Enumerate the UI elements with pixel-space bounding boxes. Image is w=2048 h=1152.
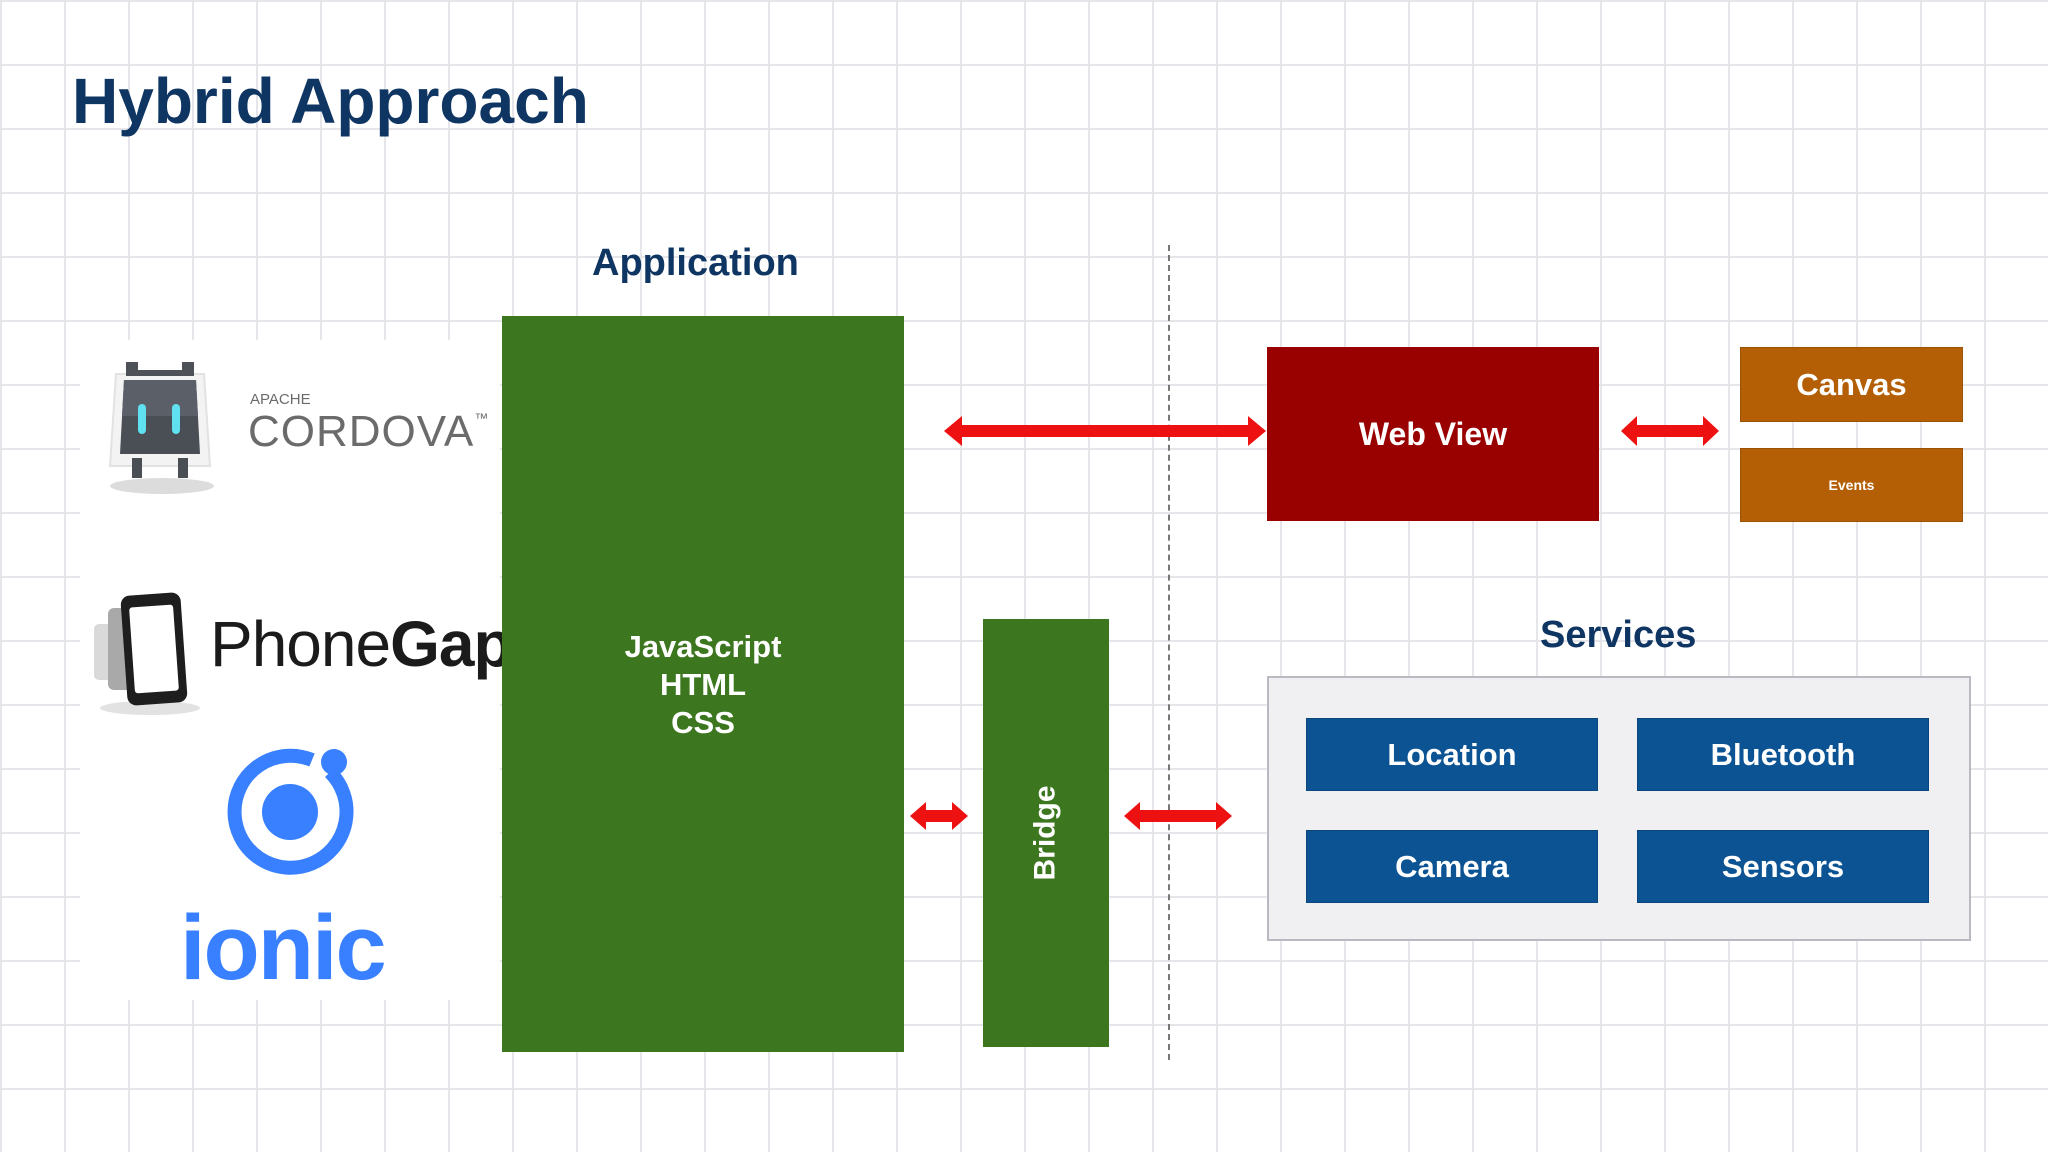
app-tech-html: HTML (659, 667, 747, 702)
application-block: JavaScript HTML CSS (502, 316, 904, 1052)
ionic-logo: ionic (180, 730, 420, 1000)
services-heading: Services (1540, 614, 1697, 656)
phonegap-name-light: Phone (210, 608, 391, 680)
phonegap-phones-icon (94, 592, 200, 715)
canvas-block: Canvas (1740, 347, 1963, 422)
bridge-services-arrow (1124, 802, 1232, 830)
cordova-wordmark: CORDOVA™ (248, 410, 488, 454)
service-camera-label: Camera (1395, 848, 1509, 884)
app-bridge-arrow (910, 802, 968, 830)
phonegap-logo: PhoneGap (88, 578, 513, 718)
phonegap-wordmark: PhoneGap (210, 612, 513, 676)
service-sensors: Sensors (1637, 830, 1929, 903)
service-location: Location (1306, 718, 1598, 791)
layer-divider (1168, 245, 1170, 1060)
service-camera: Camera (1306, 830, 1598, 903)
app-webview-arrow (944, 416, 1266, 446)
phonegap-name-bold: Gap (390, 608, 512, 680)
service-bluetooth-label: Bluetooth (1710, 736, 1856, 772)
canvas-label: Canvas (1796, 366, 1907, 402)
ionic-wordmark: ionic (180, 897, 387, 999)
cordova-apache-text: APACHE (250, 391, 311, 408)
service-location-label: Location (1387, 736, 1517, 772)
events-label: Events (1828, 477, 1875, 493)
cordova-name-text: CORDOVA (248, 407, 475, 456)
ionic-ring-icon (227, 748, 354, 875)
page-title: Hybrid Approach (72, 65, 589, 137)
bridge-block: Bridge (983, 619, 1109, 1047)
cordova-trademark-text: ™ (474, 410, 489, 426)
services-panel: Location Bluetooth Camera Sensors (1267, 676, 1971, 941)
cordova-robot-icon (108, 362, 214, 494)
application-heading: Application (592, 242, 799, 284)
service-sensors-label: Sensors (1721, 848, 1845, 884)
app-tech-javascript: JavaScript (624, 629, 782, 664)
webview-label: Web View (1358, 415, 1508, 452)
service-bluetooth: Bluetooth (1637, 718, 1929, 791)
webview-canvas-arrow (1621, 416, 1719, 446)
events-block: Events (1740, 448, 1963, 522)
webview-block: Web View (1267, 347, 1599, 521)
app-tech-css: CSS (671, 705, 735, 740)
cordova-logo: APACHE CORDOVA™ (100, 346, 488, 506)
